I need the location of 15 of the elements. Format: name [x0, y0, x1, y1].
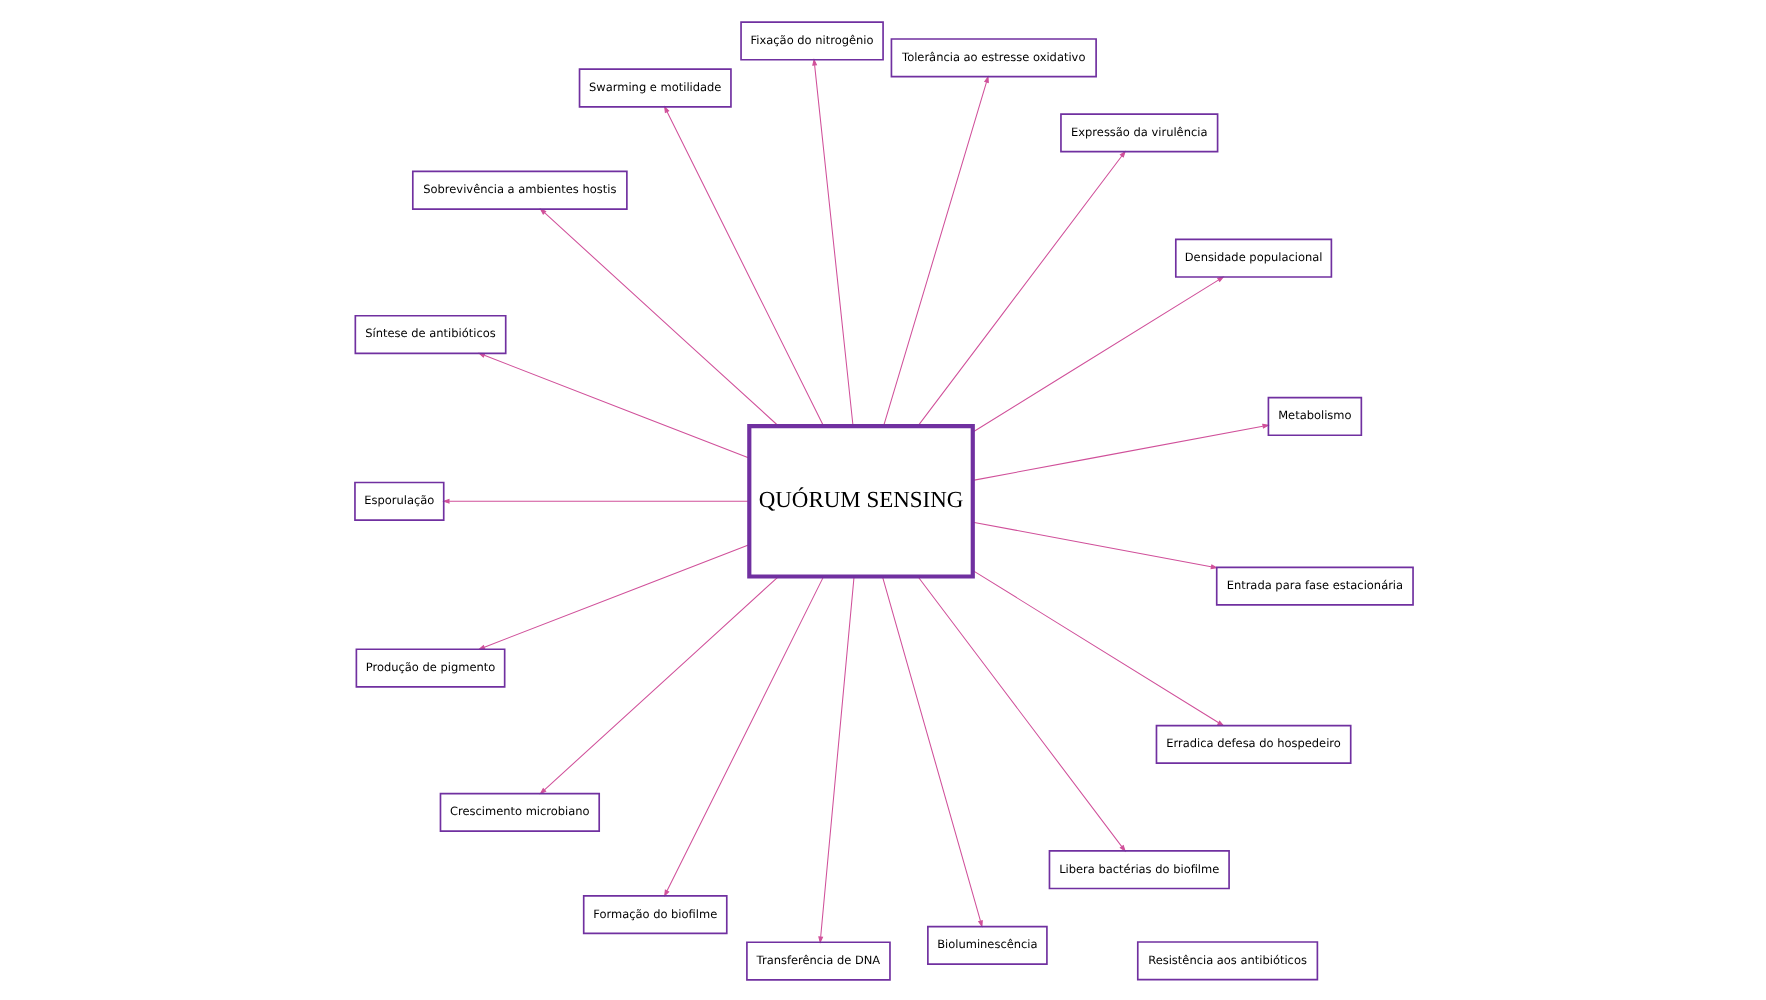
arrow [441, 497, 749, 503]
arrow [817, 575, 854, 943]
arrow [811, 57, 853, 426]
arrow [662, 575, 824, 897]
arrow [916, 575, 1125, 852]
arrow [882, 74, 988, 426]
node-box: QUÓRUM SENSING [746, 423, 974, 578]
arrow [538, 207, 778, 426]
arrow [971, 569, 1224, 726]
arrow [971, 422, 1269, 480]
arrow [538, 575, 778, 794]
arrow [971, 520, 1218, 569]
arrow [662, 104, 824, 426]
arrow [916, 149, 1125, 426]
arrow [880, 575, 982, 927]
